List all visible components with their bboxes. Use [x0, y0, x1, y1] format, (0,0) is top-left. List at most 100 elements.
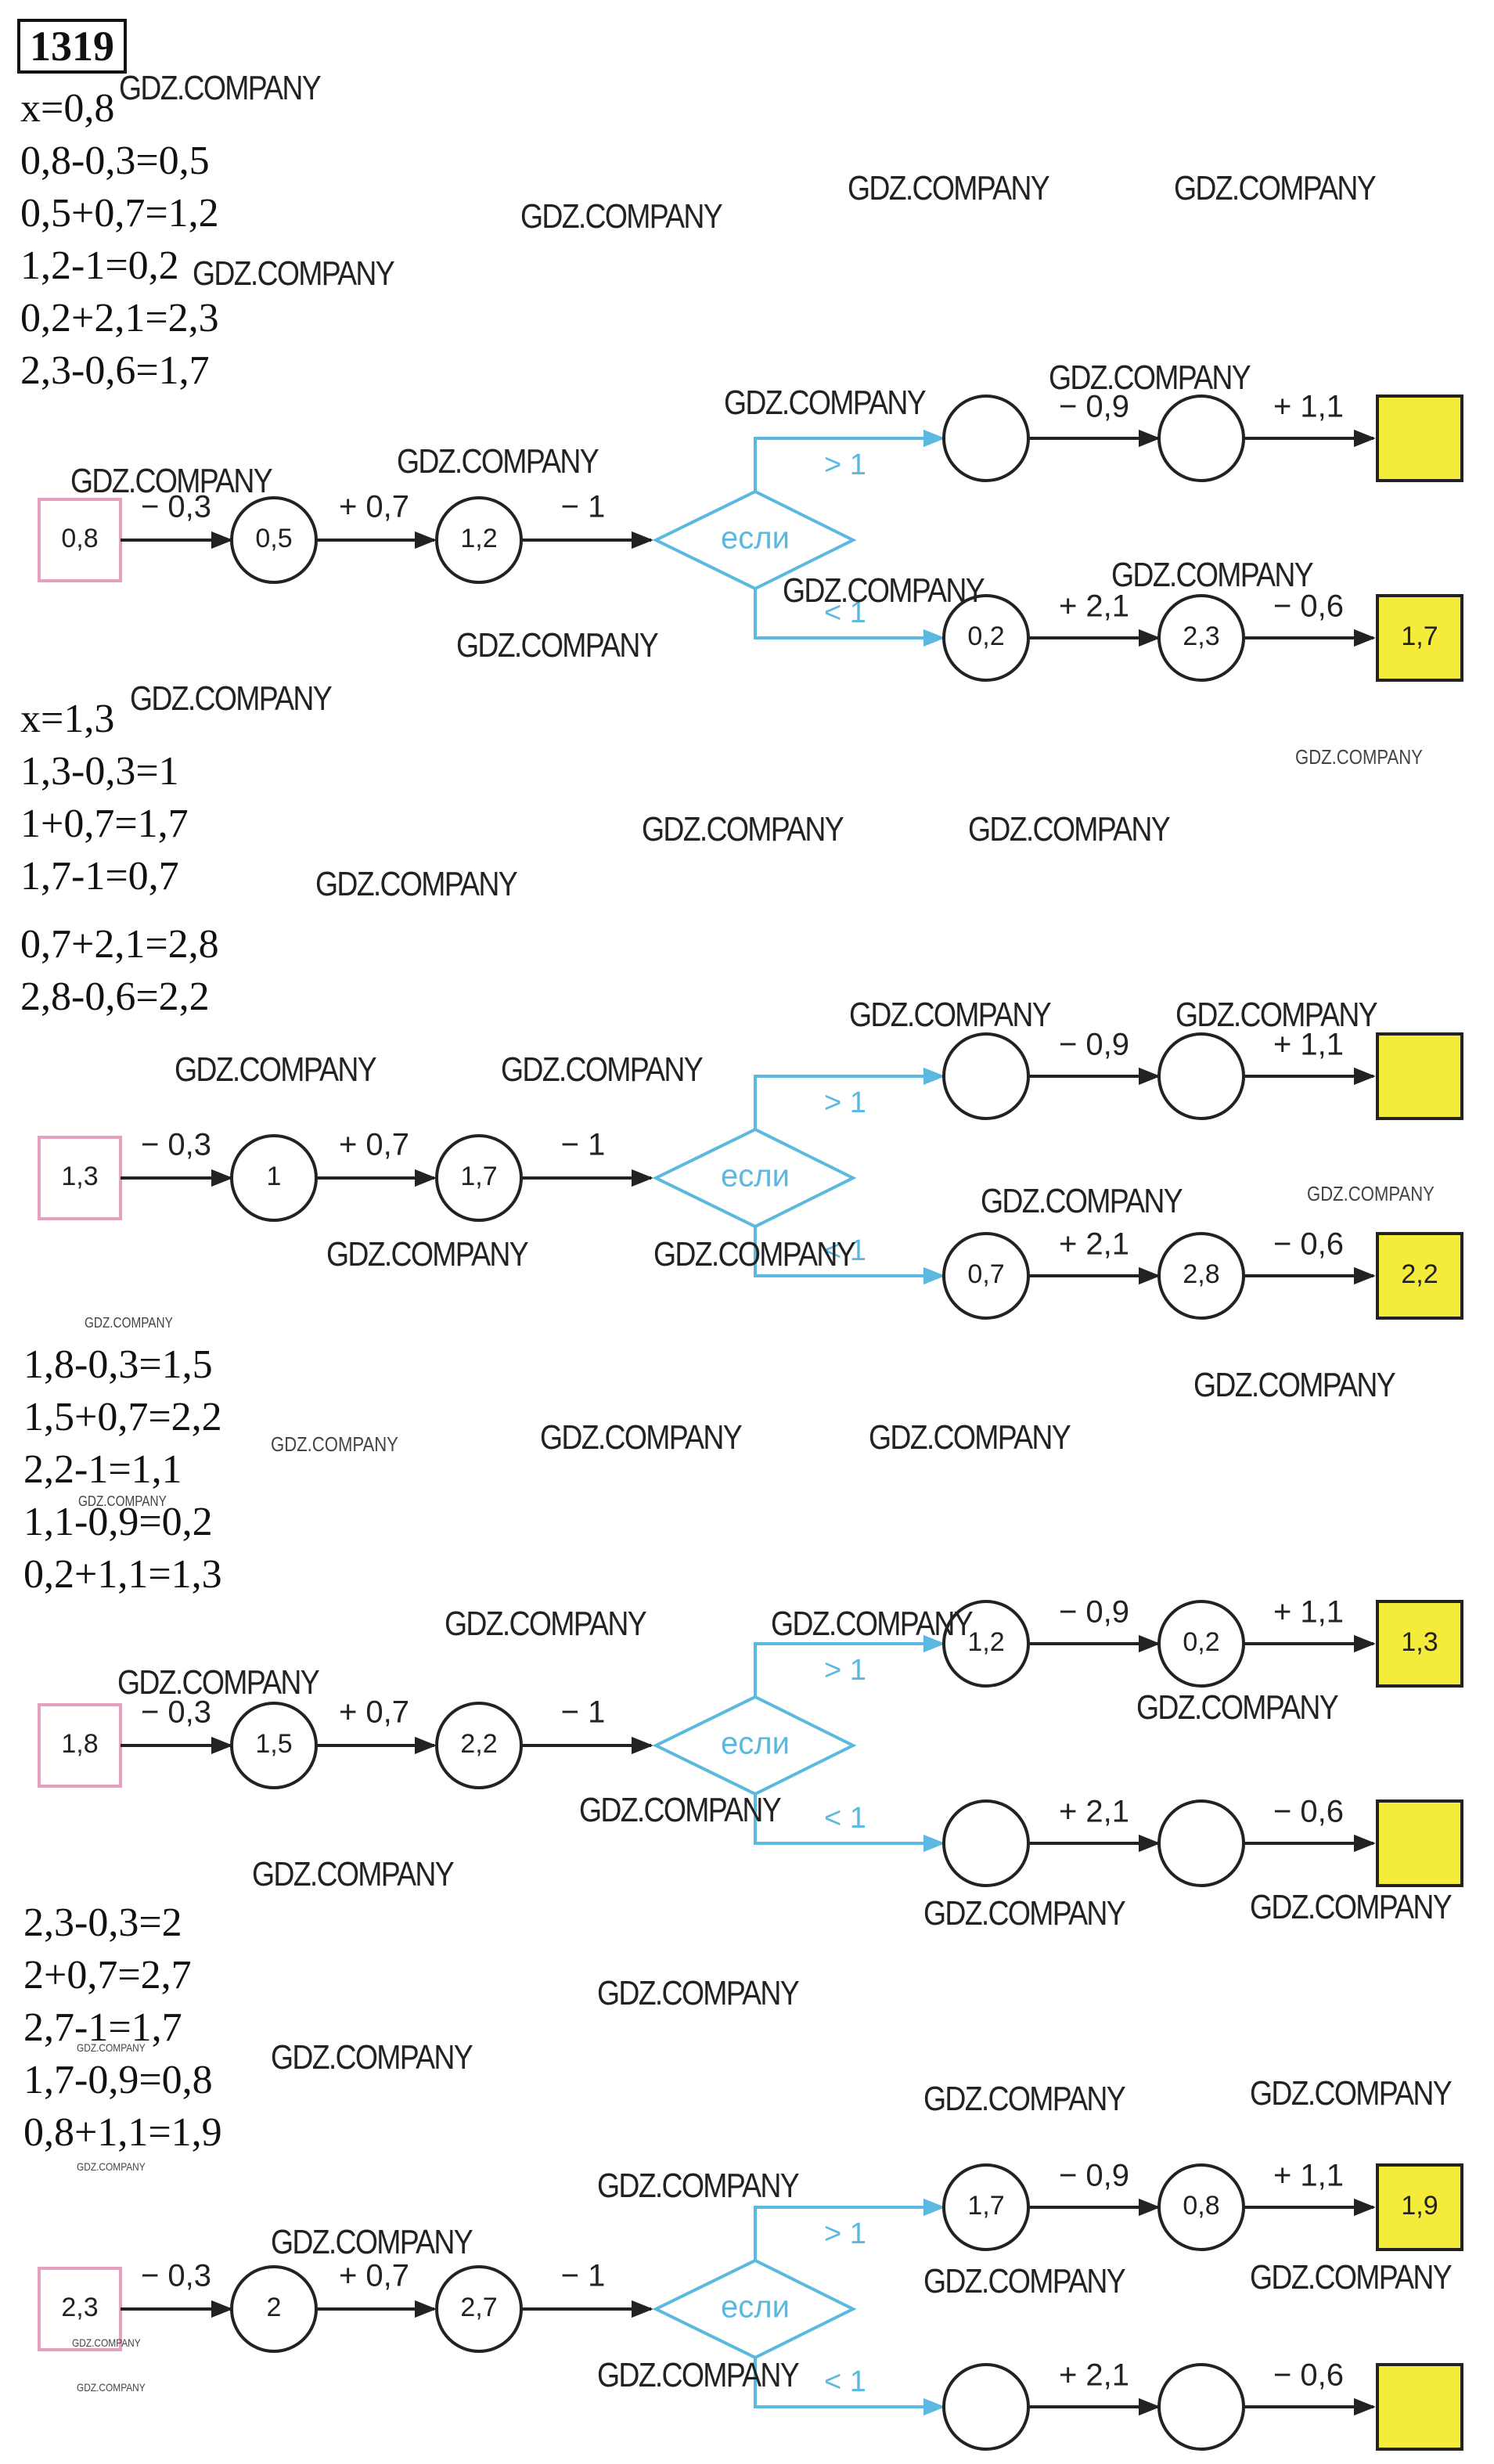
calc-block-4: 2,3-0,3=2 2+0,7=2,7 2,7-1=1,7 1,7-0,9=0,…: [23, 1897, 222, 2159]
watermark: GDZ.COMPANY: [119, 69, 322, 107]
node-value: 2,7: [460, 2293, 497, 2322]
watermark: GDZ.COMPANY: [130, 679, 333, 718]
node-value: 1,7: [967, 2191, 1004, 2221]
watermark: GDZ.COMPANY: [117, 1663, 320, 1702]
node-value: 1,7: [460, 1162, 497, 1191]
watermark: GDZ.COMPANY: [271, 1432, 398, 1456]
calc-line: x=1,3: [20, 697, 115, 741]
calc-line: x=0,8: [20, 86, 115, 131]
op-label: − 0,6: [1273, 1227, 1344, 1262]
watermark: GDZ.COMPANY: [848, 169, 1050, 207]
result-box: [1376, 2163, 1463, 2251]
result-box: [1376, 1600, 1463, 1688]
result-box: [1376, 1799, 1463, 1887]
op-label: − 0,3: [141, 490, 211, 524]
circle-node: [942, 2363, 1030, 2451]
calc-line: 1,3-0,3=1: [20, 749, 179, 794]
calc-line: 1,7-1=0,7: [20, 854, 179, 899]
op-label: − 0,3: [141, 2259, 211, 2293]
op-label: − 0,6: [1273, 1795, 1344, 1829]
calc-block-1: x=0,8 0,8-0,3=0,5 0,5+0,7=1,2 1,2-1=0,2 …: [20, 82, 219, 397]
condition-less: < 1: [824, 2365, 866, 2398]
watermark: GDZ.COMPANY: [849, 996, 1052, 1034]
watermark: GDZ.COMPANY: [456, 626, 659, 665]
condition-diamond: [652, 1127, 857, 1229]
watermark: GDZ.COMPANY: [923, 2080, 1126, 2118]
start-value: 1,8: [61, 1729, 98, 1759]
condition-label: если: [721, 2290, 790, 2325]
node-value: 0,5: [255, 524, 292, 553]
calc-line: 2+0,7=2,7: [23, 1953, 192, 1997]
op-label: − 1: [561, 490, 606, 524]
watermark: GDZ.COMPANY: [597, 2356, 800, 2394]
watermark: GDZ.COMPANY: [981, 1182, 1183, 1220]
watermark: GDZ.COMPANY: [193, 254, 395, 293]
calc-line: 2,3-0,3=2: [23, 1900, 182, 1945]
watermark: GDZ.COMPANY: [1049, 358, 1251, 397]
condition-greater: > 1: [824, 2217, 866, 2250]
watermark: GDZ.COMPANY: [1175, 996, 1378, 1034]
watermark: GDZ.COMPANY: [642, 810, 844, 848]
calc-line: 2,3-0,6=1,7: [20, 348, 210, 393]
node-value: 2,8: [1183, 1259, 1219, 1289]
condition-diamond: [652, 1695, 857, 1796]
op-label: − 0,9: [1059, 1029, 1129, 1062]
branch-up-line: [754, 1067, 945, 1129]
watermark: GDZ.COMPANY: [72, 2336, 141, 2349]
calc-line: 1+0,7=1,7: [20, 802, 189, 846]
watermark: GDZ.COMPANY: [653, 1235, 856, 1273]
op-label: + 0,7: [339, 490, 409, 524]
start-value: 0,8: [61, 524, 98, 553]
op-label: + 0,7: [339, 2259, 409, 2293]
condition-label: если: [721, 1727, 790, 1761]
watermark: GDZ.COMPANY: [271, 2038, 473, 2077]
node-value: 1,2: [967, 1627, 1004, 1657]
op-label: + 2,1: [1059, 589, 1129, 624]
watermark: GDZ.COMPANY: [1250, 1888, 1453, 1926]
condition-greater: > 1: [824, 1086, 866, 1119]
op-label: + 2,1: [1059, 1227, 1129, 1262]
condition-less: < 1: [824, 1802, 866, 1835]
watermark: GDZ.COMPANY: [579, 1791, 782, 1829]
circle-node: [1157, 2363, 1245, 2451]
node-value: 0,7: [967, 1259, 1004, 1289]
watermark: GDZ.COMPANY: [397, 442, 599, 481]
watermark: GDZ.COMPANY: [597, 2167, 800, 2205]
result-box: [1376, 1032, 1463, 1120]
condition-greater: > 1: [824, 1654, 866, 1687]
watermark: GDZ.COMPANY: [1295, 745, 1423, 769]
calc-line: 0,7+2,1=2,8: [20, 922, 219, 967]
calc-line: 1,8-0,3=1,5: [23, 1342, 213, 1387]
problem-number: 1319: [17, 19, 127, 74]
node-value: 0,8: [1183, 2191, 1219, 2221]
circle-node: [1157, 1799, 1245, 1887]
op-label: − 0,9: [1059, 1597, 1129, 1630]
result-value: 1,3: [1401, 1627, 1438, 1657]
result-box: [1376, 594, 1463, 682]
op-label: + 1,1: [1273, 391, 1344, 424]
branch-down-line: [754, 2358, 945, 2416]
watermark: GDZ.COMPANY: [1250, 2258, 1453, 2296]
calc-line: 1,1-0,9=0,2: [23, 1500, 213, 1544]
node-value: 0,2: [967, 621, 1004, 651]
watermark: GDZ.COMPANY: [597, 1974, 800, 2012]
calc-line: 2,2-1=1,1: [23, 1447, 182, 1492]
op-label: − 0,9: [1059, 2160, 1129, 2193]
op-label: − 0,9: [1059, 391, 1129, 424]
start-value: 2,3: [61, 2293, 98, 2322]
circle-node: [1157, 394, 1245, 482]
start-value: 1,3: [61, 1162, 98, 1191]
watermark: GDZ.COMPANY: [252, 1855, 455, 1893]
calc-line: 1,7-0,9=0,8: [23, 2058, 213, 2102]
op-label: + 0,7: [339, 1695, 409, 1730]
result-value: 1,7: [1401, 621, 1438, 651]
node-value: 0,2: [1183, 1627, 1219, 1657]
calc-line: 0,5+0,7=1,2: [20, 191, 219, 236]
watermark: GDZ.COMPANY: [1193, 1366, 1396, 1404]
circle-node: [942, 394, 1030, 482]
op-label: − 1: [561, 2259, 606, 2293]
watermark: GDZ.COMPANY: [77, 2160, 146, 2173]
watermark: GDZ.COMPANY: [1136, 1688, 1339, 1727]
